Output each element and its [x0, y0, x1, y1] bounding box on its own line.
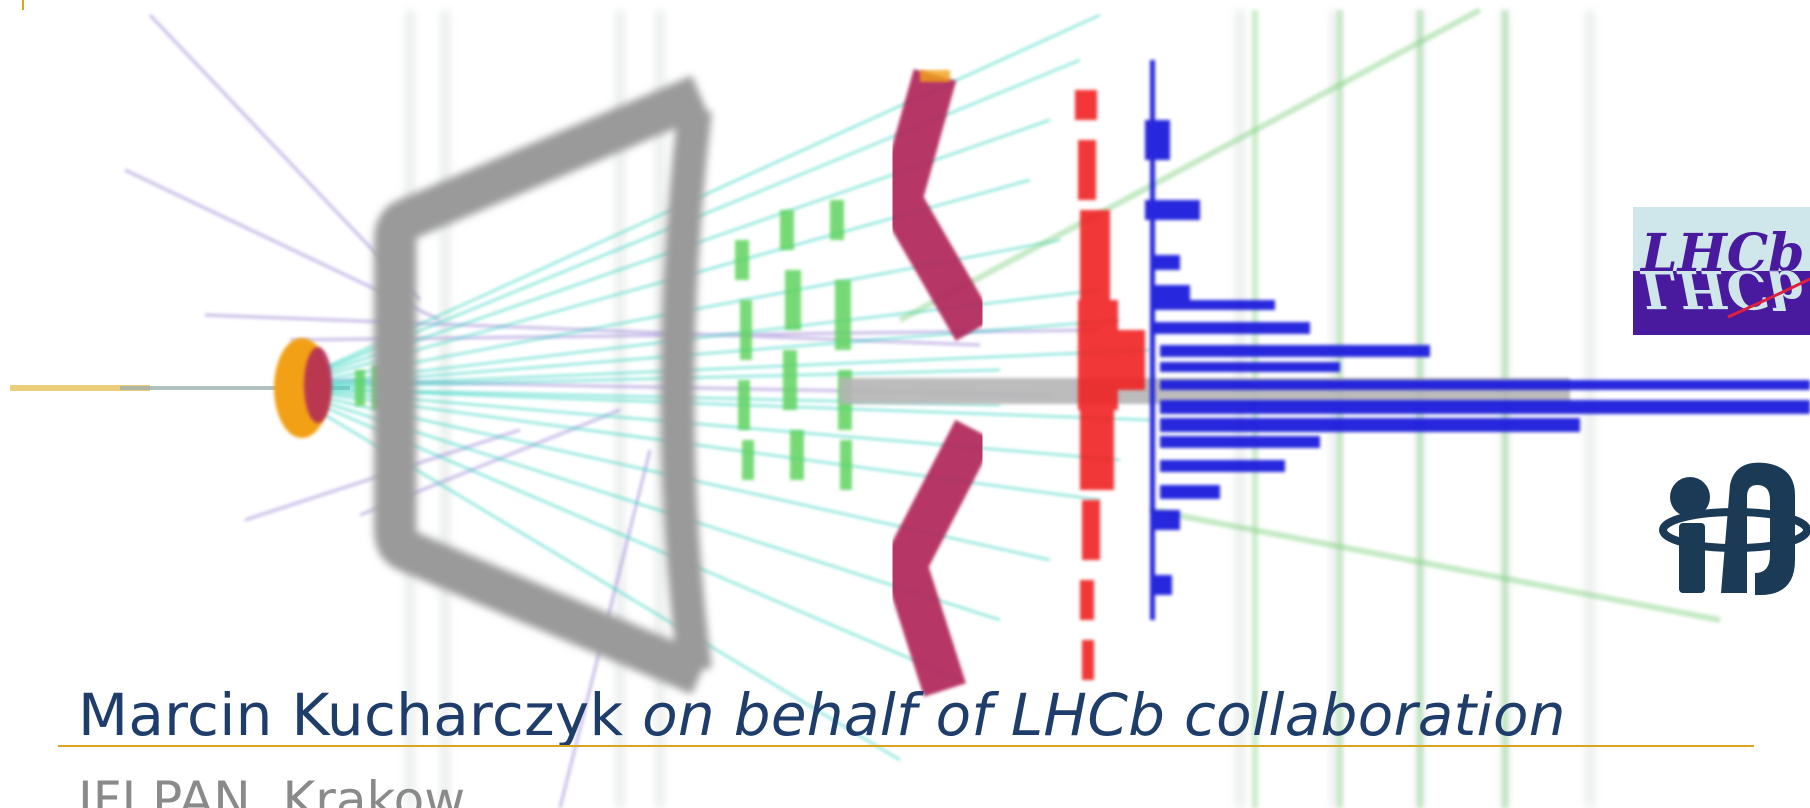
lhcb-logo-text: LHCb [1639, 223, 1804, 284]
lhcb-logo: LHCb LHCb [1633, 207, 1810, 335]
lhcb-logo-panel-top [1633, 207, 1810, 271]
author-line: Marcin Kucharczyk on behalf of LHCb coll… [78, 680, 1566, 750]
tracker-hits [735, 200, 852, 490]
corner-accent [22, 0, 24, 10]
green-tracks [898, 7, 1721, 623]
lhcb-logo-panel-bottom [1633, 271, 1810, 335]
lhcb-logo-mirror-text: LHCb [1639, 258, 1804, 319]
title-divider [58, 745, 1754, 747]
calorimeter-hits [1075, 90, 1145, 680]
affiliation: IFJ PAN, Krakow [78, 771, 466, 808]
ifj-logo: ifj [1655, 455, 1810, 595]
rich-mirrors [876, 69, 995, 697]
ifj-logo-text: ifj [1655, 455, 1657, 456]
author-name: Marcin Kucharczyk [78, 681, 624, 749]
muon-hits [1145, 60, 1810, 620]
beam-line-left [10, 385, 150, 391]
magnet-outline [374, 75, 712, 695]
author-role: on behalf of LHCb collaboration [642, 681, 1566, 749]
lhcb-logo-swoosh [1727, 277, 1810, 319]
